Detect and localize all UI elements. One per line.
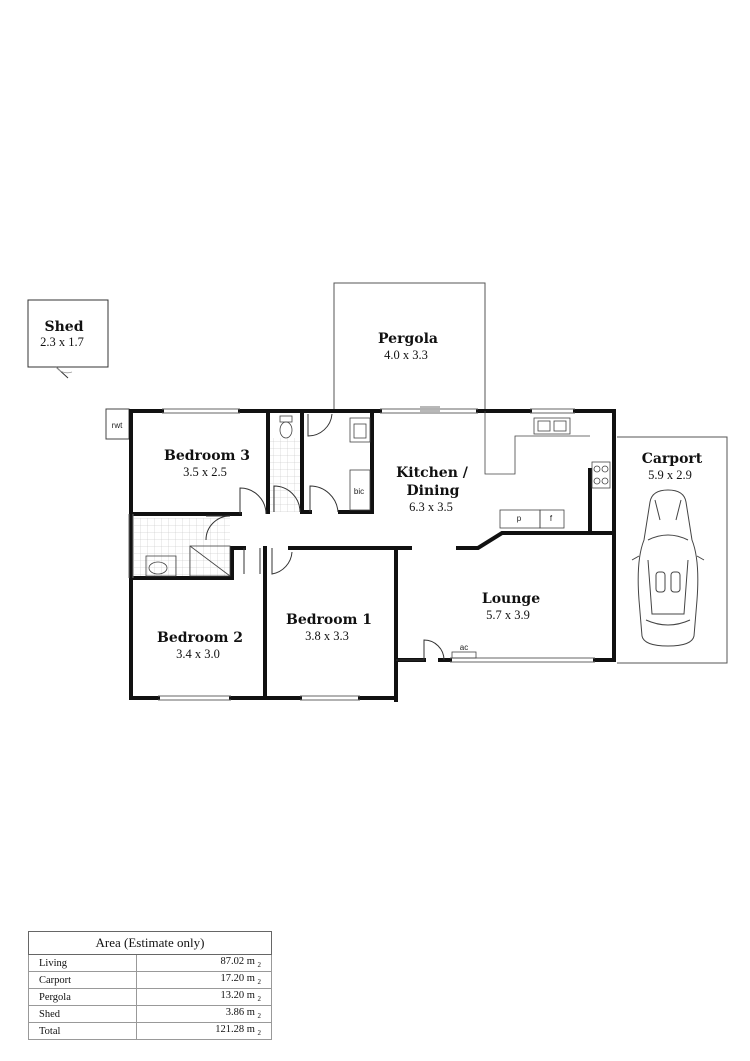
area-value: 17.20 (220, 973, 245, 985)
kitchen-dims: 6.3 x 3.5 (409, 500, 453, 514)
carport-dims: 5.9 x 2.9 (648, 468, 692, 482)
area-unit: m (246, 956, 255, 968)
pergola-dims: 4.0 x 3.3 (384, 348, 428, 362)
area-label: Shed (28, 1005, 137, 1023)
area-table-title: Area (Estimate only) (28, 931, 272, 955)
fridge-label: f (550, 514, 553, 523)
bathroom-tiles (134, 518, 230, 576)
bedroom2-dims: 3.4 x 3.0 (176, 647, 220, 661)
area-value: 13.20 (220, 990, 245, 1002)
area-label: Pergola (28, 988, 137, 1006)
lounge-dims: 5.7 x 3.9 (486, 608, 530, 622)
ac-label: ac (460, 643, 468, 652)
area-label: Total (28, 1022, 137, 1040)
table-row: Carport 17.20 m 2 (28, 971, 273, 989)
area-table: Area (Estimate only) Living 87.02 m 2 Ca… (28, 931, 273, 1040)
doors (205, 413, 445, 661)
carport-name: Carport (642, 451, 703, 467)
fixtures (145, 406, 611, 659)
bedroom1-name: Bedroom 1 (286, 612, 372, 628)
kitchen-name-line1: Kitchen / (396, 465, 469, 481)
kitchen-name-line2: Dining (407, 483, 460, 499)
shed-dims: 2.3 x 1.7 (40, 335, 84, 349)
area-unit: m (246, 973, 255, 985)
pergola-name: Pergola (378, 331, 438, 347)
bic-label: bic (354, 487, 364, 496)
area-unit: m (246, 990, 255, 1002)
area-value: 87.02 (220, 956, 245, 968)
table-row: Total 121.28 m 2 (28, 1022, 273, 1040)
area-label: Living (28, 954, 137, 972)
bedroom2-name: Bedroom 2 (157, 630, 243, 646)
pantry-label: p (517, 514, 522, 523)
table-row: Shed 3.86 m 2 (28, 1005, 273, 1023)
carport: Carport 5.9 x 2.9 (617, 436, 728, 664)
pergola: Pergola 4.0 x 3.3 (333, 282, 486, 409)
area-unit: m (246, 1024, 255, 1036)
bedroom3-name: Bedroom 3 (164, 448, 250, 464)
rwt-label: rwt (112, 421, 123, 430)
area-label: Carport (28, 971, 137, 989)
rainwater-tank: rwt (105, 408, 130, 440)
area-unit: m (246, 1007, 255, 1019)
toilet-tiles (270, 438, 300, 512)
windows (128, 408, 595, 701)
bedroom3-dims: 3.5 x 2.5 (183, 465, 227, 479)
shed-name: Shed (45, 319, 84, 335)
car-icon (631, 489, 705, 647)
area-value: 3.86 (225, 1007, 245, 1019)
area-value: 121.28 (215, 1024, 245, 1036)
shed: Shed 2.3 x 1.7 (27, 299, 109, 379)
bedroom1-dims: 3.8 x 3.3 (305, 629, 349, 643)
lounge-name: Lounge (482, 591, 540, 607)
table-row: Living 87.02 m 2 (28, 954, 273, 972)
table-row: Pergola 13.20 m 2 (28, 988, 273, 1006)
